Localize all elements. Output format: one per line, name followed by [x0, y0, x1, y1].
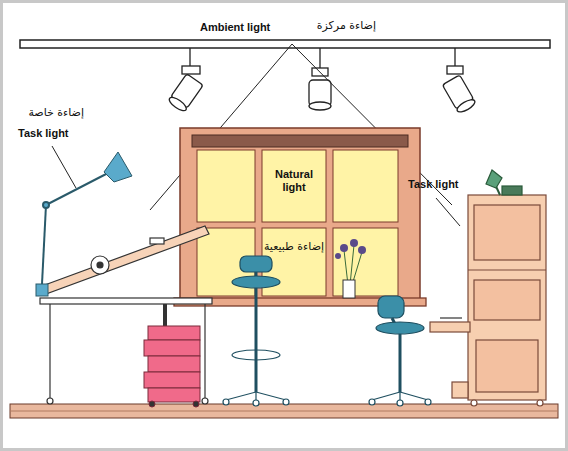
stool-chair-part — [223, 399, 229, 405]
office-chair-part — [399, 334, 402, 392]
track-light-part — [189, 48, 190, 68]
flower-vase — [335, 239, 366, 298]
workstation-cabinet-part — [440, 317, 462, 318]
leader-line-part — [436, 198, 460, 226]
callout-label: إضاءة خاصة — [14, 106, 84, 119]
track-light-part — [454, 48, 455, 68]
window — [174, 128, 426, 306]
workstation-cabinet-part — [476, 340, 538, 392]
drawer-cabinet-part — [148, 326, 200, 340]
stool-chair-part — [240, 256, 272, 272]
track-light-part — [319, 48, 320, 70]
workstation-cabinet-part — [452, 382, 468, 398]
track-light — [167, 48, 476, 114]
drafting-table-part — [202, 398, 208, 404]
desk-lamp-part — [486, 170, 502, 188]
stool-chair-part — [253, 400, 259, 406]
track-rail-part — [20, 40, 550, 48]
track-light-part — [442, 75, 476, 114]
window-part — [262, 150, 326, 222]
callout-label: إضاءة طبيعية — [263, 240, 325, 253]
office-chair-part — [378, 296, 404, 318]
office-chair-part — [397, 400, 403, 406]
drafting-table — [40, 226, 212, 404]
drawer-cabinet-part — [193, 401, 199, 407]
leader-line-part — [52, 146, 76, 188]
workstation-cabinet-part — [430, 322, 470, 332]
track-light-part — [182, 66, 200, 74]
workstation-cabinet-part — [468, 195, 546, 400]
drawer-cabinet-part — [149, 401, 155, 407]
workstation-cabinet-part — [471, 400, 477, 406]
drawer-cabinet-part — [144, 372, 200, 388]
callout-label: Ambient light — [200, 21, 290, 34]
desk-lamp-part — [104, 152, 132, 182]
drafting-table-part — [163, 304, 167, 326]
track-rail — [20, 40, 550, 48]
window-part — [333, 150, 398, 222]
window-part — [197, 150, 255, 222]
workstation-cabinet-part — [474, 280, 540, 320]
track-light-part-part — [455, 97, 476, 114]
drafting-table-part — [204, 304, 205, 400]
callout-label: Task light — [18, 127, 88, 140]
office-chair-part — [376, 322, 424, 334]
desk-lamp-part — [42, 205, 46, 284]
track-light-part — [167, 74, 203, 113]
drafting-table-part — [40, 298, 212, 304]
drafting-table-part — [47, 398, 53, 404]
window-part — [192, 135, 408, 147]
track-light-part-part — [167, 95, 188, 113]
drawer-cabinet-part — [148, 356, 200, 372]
drawer-cabinet — [144, 326, 200, 407]
stool-chair — [223, 256, 289, 406]
flower-vase-part — [350, 239, 358, 247]
workstation-cabinet-part — [474, 205, 540, 260]
desk-lamp — [486, 170, 522, 195]
office-chair-part — [425, 399, 431, 405]
desk-lamp-part — [36, 284, 48, 296]
office-chair-part — [372, 392, 400, 400]
stool-chair-part — [255, 288, 258, 392]
flower-vase-part — [340, 244, 348, 252]
desk-lamp-part — [502, 186, 522, 195]
drafting-table-part — [91, 256, 109, 274]
drafting-table-part — [150, 238, 164, 244]
callout-label: Task light — [408, 178, 478, 191]
leader-line — [52, 146, 460, 226]
window-part — [180, 128, 420, 302]
drafting-table-part — [97, 262, 103, 268]
track-light-part — [447, 66, 463, 74]
flower-vase-part — [343, 280, 355, 298]
office-chair-part — [369, 399, 375, 405]
workstation-cabinet-part — [468, 269, 546, 270]
stool-chair-part — [232, 350, 280, 360]
workstation-cabinet-part — [537, 400, 543, 406]
office-chair-part — [400, 392, 428, 400]
callout-label: Natural light — [263, 168, 325, 194]
desk-lamp-part — [46, 172, 110, 205]
drafting-table-part — [49, 304, 50, 400]
desk-lamp — [36, 152, 132, 296]
workstation-cabinet — [430, 195, 546, 406]
flower-vase-part — [335, 253, 341, 259]
floor-part — [10, 411, 558, 412]
flower-vase-part — [358, 246, 366, 254]
office-chair — [369, 296, 431, 406]
desk-lamp-part — [43, 202, 49, 208]
drafting-table-part — [42, 226, 209, 294]
callout-label: إضاءة مركزة — [296, 19, 376, 32]
drawer-cabinet-part — [144, 340, 200, 356]
track-light-part — [309, 102, 331, 110]
drawer-cabinet-part — [148, 388, 200, 402]
stool-chair-part — [226, 392, 256, 400]
stool-chair-part — [256, 392, 286, 400]
stool-chair-part — [283, 399, 289, 405]
stool-chair-part — [232, 276, 280, 288]
